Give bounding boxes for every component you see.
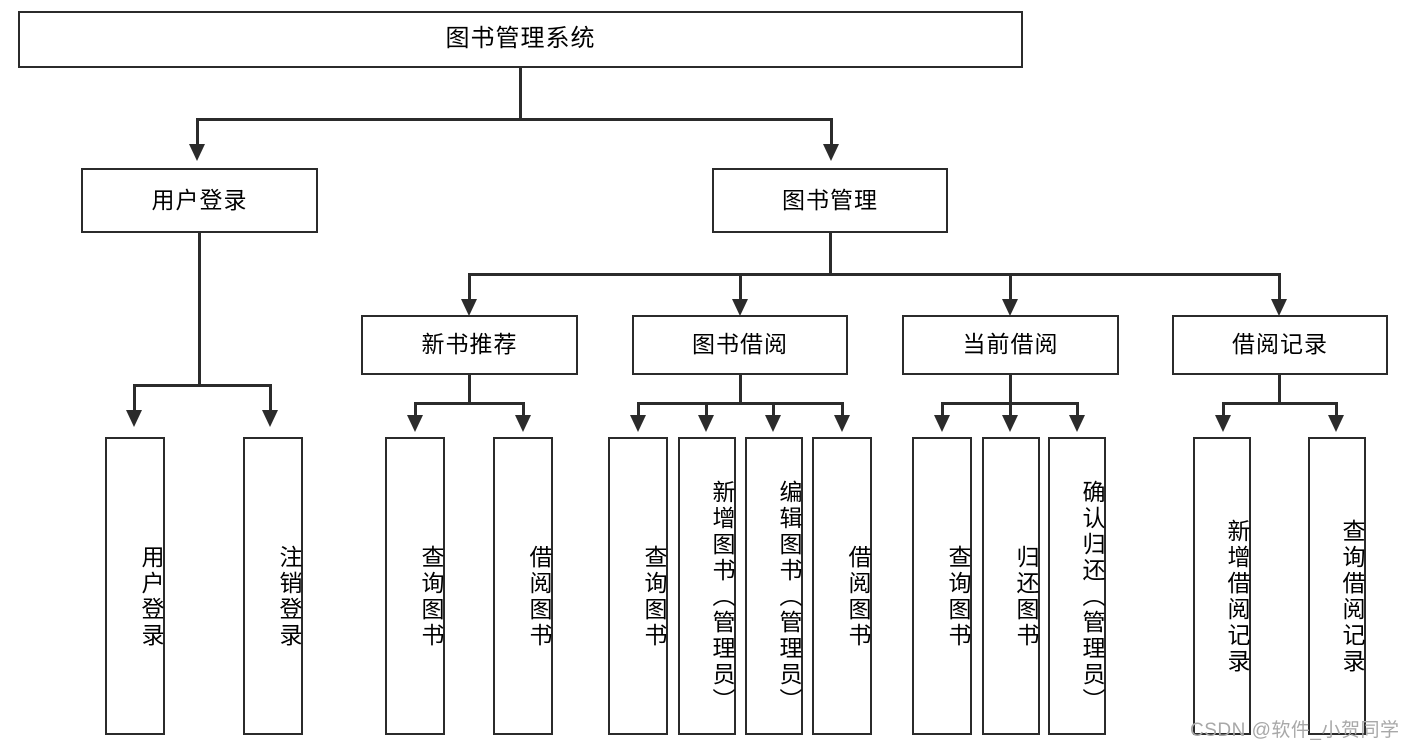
- connector-book-borrow-drop-1: [637, 402, 640, 418]
- connector-user-login-drop-2: [269, 384, 272, 413]
- node-label: 图书管理: [782, 186, 878, 213]
- node-label: 新增图书（管理员）: [709, 480, 735, 714]
- arrow-to-book-borrow-leaf-2: [698, 415, 714, 432]
- connector-to-book-borrow: [739, 273, 742, 302]
- leaf-borrow-book[interactable]: 借阅图书: [812, 437, 872, 735]
- arrow-to-logout-leaf: [262, 410, 278, 427]
- arrow-to-borrow-record-leaf-2: [1328, 415, 1344, 432]
- connector-book-management-stem: [829, 233, 832, 273]
- arrow-to-current-borrow: [1002, 299, 1018, 316]
- node-label: 确认归还（管理员）: [1079, 480, 1105, 714]
- connector-user-login-bus: [133, 384, 270, 387]
- node-current-borrow[interactable]: 当前借阅: [902, 315, 1119, 375]
- node-borrow-record[interactable]: 借阅记录: [1172, 315, 1388, 375]
- leaf-add-borrow-record[interactable]: 新增借阅记录: [1193, 437, 1251, 735]
- arrow-to-user-login: [189, 144, 205, 161]
- arrow-to-book-borrow-leaf-1: [630, 415, 646, 432]
- leaf-borrow-book-recommend[interactable]: 借阅图书: [493, 437, 553, 735]
- arrow-to-new-book-leaf-2: [515, 415, 531, 432]
- leaf-edit-book-admin[interactable]: 编辑图书（管理员）: [745, 437, 803, 735]
- node-label: 借阅图书: [845, 545, 871, 649]
- leaf-return-book[interactable]: 归还图书: [982, 437, 1040, 735]
- leaf-add-book-admin[interactable]: 新增图书（管理员）: [678, 437, 736, 735]
- connector-root-bus: [196, 118, 833, 121]
- node-label: 当前借阅: [962, 331, 1059, 358]
- node-label: 归还图书: [1013, 545, 1039, 649]
- connector-book-borrow-drop-4: [841, 402, 844, 418]
- connector-to-new-book: [468, 273, 471, 302]
- arrow-to-new-book-recommend: [461, 299, 477, 316]
- connector-new-book-stem: [468, 375, 471, 402]
- node-label: 查询图书: [641, 545, 667, 649]
- node-label: 查询图书: [945, 545, 971, 649]
- leaf-query-book-current[interactable]: 查询图书: [912, 437, 972, 735]
- leaf-query-borrow-record[interactable]: 查询借阅记录: [1308, 437, 1366, 735]
- arrow-to-borrow-record: [1271, 299, 1287, 316]
- arrow-to-borrow-record-leaf-1: [1215, 415, 1231, 432]
- connector-current-borrow-drop-1: [941, 402, 944, 418]
- node-label: 编辑图书（管理员）: [776, 480, 802, 714]
- connector-book-management-bus: [468, 273, 1280, 276]
- leaf-logout[interactable]: 注销登录: [243, 437, 303, 735]
- node-label: 注销登录: [276, 545, 302, 649]
- connector-book-borrow-stem: [739, 375, 742, 402]
- leaf-confirm-return-admin[interactable]: 确认归还（管理员）: [1048, 437, 1106, 735]
- leaf-query-book-recommend[interactable]: 查询图书: [385, 437, 445, 735]
- arrow-to-user-login-leaf: [126, 410, 142, 427]
- connector-book-borrow-drop-3: [772, 402, 775, 418]
- connector-to-borrow-record: [1278, 273, 1281, 302]
- node-book-management[interactable]: 图书管理: [712, 168, 948, 233]
- leaf-query-book-borrow[interactable]: 查询图书: [608, 437, 668, 735]
- node-label: 用户登录: [138, 545, 164, 649]
- node-user-login[interactable]: 用户登录: [81, 168, 318, 233]
- connector-root-stem: [519, 68, 522, 118]
- connector-borrow-record-drop-2: [1335, 402, 1338, 418]
- connector-current-borrow-drop-2: [1009, 402, 1012, 418]
- node-label: 用户登录: [151, 186, 248, 213]
- arrow-to-current-borrow-leaf-1: [934, 415, 950, 432]
- connector-borrow-record-drop-1: [1222, 402, 1225, 418]
- connector-borrow-record-stem: [1278, 375, 1281, 402]
- arrow-to-book-borrow: [732, 299, 748, 316]
- connector-book-borrow-drop-2: [705, 402, 708, 418]
- connector-new-book-bus: [414, 402, 524, 405]
- connector-user-login-stem: [198, 233, 201, 384]
- arrow-to-current-borrow-leaf-2: [1002, 415, 1018, 432]
- connector-new-book-drop-1: [414, 402, 417, 418]
- connector-root-to-user-login: [196, 118, 199, 147]
- node-label: 查询借阅记录: [1339, 519, 1365, 675]
- node-label: 借阅图书: [526, 545, 552, 649]
- node-label: 新书推荐: [421, 331, 518, 358]
- connector-book-borrow-bus: [637, 402, 843, 405]
- connector-user-login-drop-1: [133, 384, 136, 413]
- connector-current-borrow-stem: [1009, 375, 1012, 402]
- arrow-to-book-borrow-leaf-3: [765, 415, 781, 432]
- node-new-book-recommend[interactable]: 新书推荐: [361, 315, 578, 375]
- connector-borrow-record-bus: [1222, 402, 1337, 405]
- connector-to-current-borrow: [1009, 273, 1012, 302]
- arrow-to-new-book-leaf-1: [407, 415, 423, 432]
- node-book-borrow[interactable]: 图书借阅: [632, 315, 848, 375]
- node-label: 查询图书: [418, 545, 444, 649]
- arrow-to-book-management: [823, 144, 839, 161]
- connector-current-borrow-drop-3: [1076, 402, 1079, 418]
- connector-root-to-book-management: [830, 118, 833, 147]
- node-label: 借阅记录: [1232, 331, 1328, 358]
- node-label: 图书管理系统: [445, 25, 596, 53]
- arrow-to-book-borrow-leaf-4: [834, 415, 850, 432]
- arrow-to-current-borrow-leaf-3: [1069, 415, 1085, 432]
- node-label: 图书借阅: [692, 331, 788, 358]
- leaf-user-login[interactable]: 用户登录: [105, 437, 165, 735]
- connector-new-book-drop-2: [522, 402, 525, 418]
- node-label: 新增借阅记录: [1224, 519, 1250, 675]
- node-root-book-management-system[interactable]: 图书管理系统: [18, 11, 1023, 68]
